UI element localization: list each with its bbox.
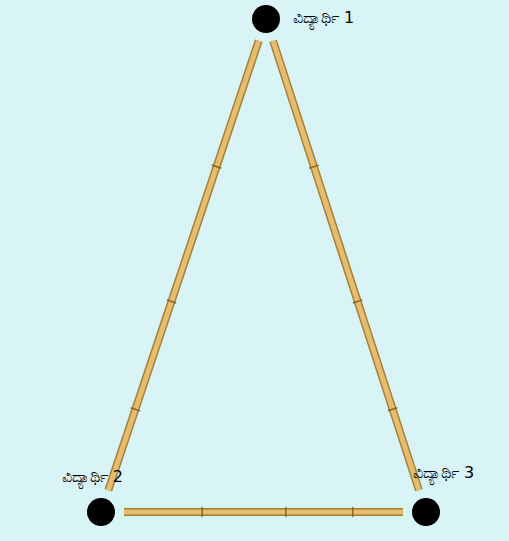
bamboo-outline bbox=[273, 41, 419, 490]
student-marker: ವಿದ್ಯಾರ್ಥಿ 1 bbox=[252, 5, 280, 33]
bamboo-stick-group bbox=[273, 41, 419, 490]
bamboo-joint bbox=[167, 300, 176, 303]
student-marker: ವಿದ್ಯಾರ್ಥಿ 3 bbox=[412, 498, 440, 526]
bamboo-outline bbox=[124, 508, 403, 516]
bamboo-joint bbox=[131, 408, 140, 411]
student-dot bbox=[87, 498, 115, 526]
bamboo-joint bbox=[388, 408, 398, 411]
bamboo-joint bbox=[212, 165, 221, 168]
bamboo-stick bbox=[124, 510, 403, 515]
bamboo-joint bbox=[285, 507, 287, 517]
student-label: ವಿದ್ಯಾರ್ಥಿ 1 bbox=[293, 8, 354, 28]
student-dot bbox=[252, 5, 280, 33]
bamboo-joint bbox=[353, 300, 363, 303]
bamboo-joint bbox=[309, 165, 319, 168]
bamboo-joint bbox=[352, 507, 354, 517]
bamboo-stick-group bbox=[108, 41, 258, 490]
student-marker: ವಿದ್ಯಾರ್ಥಿ 2 bbox=[87, 498, 115, 526]
student-label: ವಿದ್ಯಾರ್ಥಿ 2 bbox=[62, 467, 123, 487]
bamboo-joint bbox=[201, 507, 203, 517]
bamboo-outline bbox=[108, 41, 258, 490]
bamboo-stick bbox=[273, 41, 419, 490]
bamboo-stick-group bbox=[124, 507, 403, 517]
student-dot bbox=[412, 498, 440, 526]
bamboo-stick bbox=[108, 41, 258, 490]
student-label: ವಿದ್ಯಾರ್ಥಿ 3 bbox=[413, 463, 474, 483]
